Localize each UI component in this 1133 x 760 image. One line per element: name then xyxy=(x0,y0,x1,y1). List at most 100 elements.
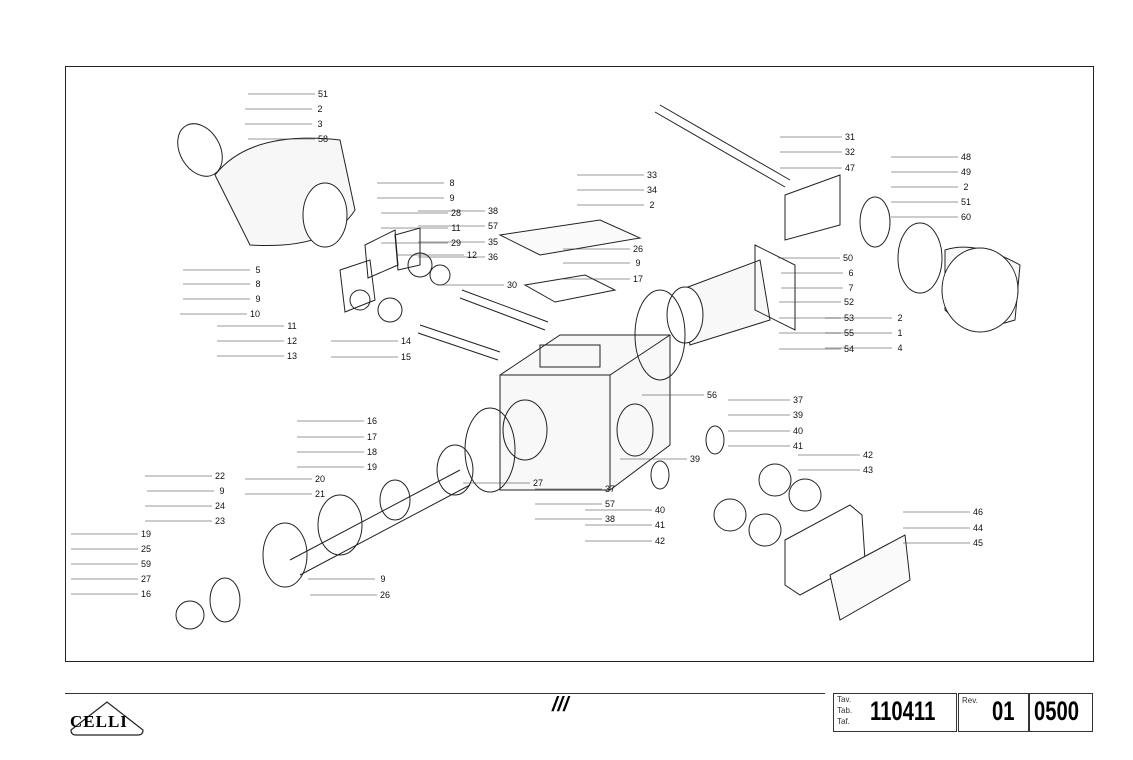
callout-label: 30 xyxy=(506,280,518,290)
callout-label: 28 xyxy=(450,208,462,218)
callout-label: 1 xyxy=(897,328,903,338)
callout-label: 41 xyxy=(654,520,666,530)
callout-label: 39 xyxy=(689,454,701,464)
callout-label: 44 xyxy=(972,523,984,533)
callout-label: 2 xyxy=(649,200,655,210)
callout-label: 19 xyxy=(366,462,378,472)
callout-label: 45 xyxy=(972,538,984,548)
callout-label: 52 xyxy=(843,297,855,307)
callout-label: 26 xyxy=(632,244,644,254)
callout-label: 60 xyxy=(960,212,972,222)
callout-label: 17 xyxy=(366,432,378,442)
callout-label: 34 xyxy=(646,185,658,195)
callout-label: 19 xyxy=(140,529,152,539)
gearbox-body xyxy=(499,334,671,491)
lower-shaft xyxy=(289,469,471,576)
callout-label: 55 xyxy=(843,328,855,338)
date-code: 0500 xyxy=(1034,696,1080,726)
callout-label: 51 xyxy=(317,89,329,99)
callout-label: 32 xyxy=(844,147,856,157)
callout-label: 59 xyxy=(140,559,152,569)
callout-label: 42 xyxy=(862,450,874,460)
mark: /// xyxy=(552,694,569,716)
callout-label: 58 xyxy=(317,134,329,144)
callout-label: 40 xyxy=(654,505,666,515)
gasket xyxy=(523,274,617,303)
callout-label: 12 xyxy=(286,336,298,346)
celli-logo xyxy=(70,701,144,736)
callout-label: 13 xyxy=(286,351,298,361)
shaft-31 xyxy=(654,104,791,188)
left-housing xyxy=(177,123,356,248)
logo-text: CELLI xyxy=(70,712,128,731)
diagram-frame xyxy=(65,66,1094,662)
callout-label: 54 xyxy=(843,344,855,354)
gasket-17 xyxy=(634,289,686,381)
callout-label: 6 xyxy=(848,268,854,278)
footer-rule xyxy=(65,693,825,694)
callout-label: 14 xyxy=(400,336,412,346)
callout-label: 31 xyxy=(844,132,856,142)
callout-label: 23 xyxy=(214,516,226,526)
taf-label: Taf. xyxy=(837,717,850,726)
cover-46 xyxy=(829,534,911,621)
table-number: 110411 xyxy=(870,696,936,726)
tab-label: Tab. xyxy=(837,706,853,715)
callout-label: 16 xyxy=(366,416,378,426)
callout-label: 9 xyxy=(219,486,225,496)
gasket-18 xyxy=(464,407,516,493)
callout-label: 56 xyxy=(706,390,718,400)
callout-label: 4 xyxy=(897,343,903,353)
callout-label: 2 xyxy=(317,104,323,114)
callout-label: 21 xyxy=(314,489,326,499)
date-code-box: 0500 xyxy=(1028,693,1093,732)
callout-label: 57 xyxy=(487,221,499,231)
callout-label: 27 xyxy=(140,574,152,584)
callout-label: 42 xyxy=(654,536,666,546)
callout-label: 17 xyxy=(632,274,644,284)
callout-label: 29 xyxy=(450,238,462,248)
callout-label: 33 xyxy=(646,170,658,180)
callout-label: 8 xyxy=(255,279,261,289)
callout-label: 39 xyxy=(792,410,804,420)
callout-label: 8 xyxy=(449,178,455,188)
callout-label: 41 xyxy=(792,441,804,451)
callout-label: 51 xyxy=(960,197,972,207)
callout-label: 9 xyxy=(449,193,455,203)
callout-label: 53 xyxy=(843,313,855,323)
callout-label: 43 xyxy=(862,465,874,475)
revision-box: Rev. 01 xyxy=(958,693,1030,732)
callout-label: 12 xyxy=(466,250,478,260)
callout-label: 9 xyxy=(635,258,641,268)
callout-label: 27 xyxy=(532,478,544,488)
callout-label: 46 xyxy=(972,507,984,517)
callout-label: 9 xyxy=(380,574,386,584)
callout-label: 38 xyxy=(487,206,499,216)
callout-label: 40 xyxy=(792,426,804,436)
callout-label: 9 xyxy=(255,294,261,304)
callout-label: 36 xyxy=(487,252,499,262)
callout-label: 20 xyxy=(314,474,326,484)
shaft-30 xyxy=(459,289,549,331)
callout-label: 3 xyxy=(317,119,323,129)
callout-label: 25 xyxy=(140,544,152,554)
callout-label: 11 xyxy=(287,321,297,331)
rev-label: Rev. xyxy=(962,696,978,705)
callout-label: 37 xyxy=(792,395,804,405)
callout-label: 5 xyxy=(255,265,261,275)
table-number-box: Tav. Tab. Taf. 110411 xyxy=(833,693,957,732)
plate-47 xyxy=(784,174,841,241)
top-cover xyxy=(498,219,642,256)
callout-label: 49 xyxy=(960,167,972,177)
callout-label: 37 xyxy=(604,484,616,494)
callout-label: 48 xyxy=(960,152,972,162)
callout-label: 22 xyxy=(214,471,226,481)
callout-label: 10 xyxy=(249,309,261,319)
callout-label: 16 xyxy=(140,589,152,599)
callout-label: 38 xyxy=(604,514,616,524)
callout-label: 15 xyxy=(400,352,412,362)
callout-label: 7 xyxy=(848,283,854,293)
callout-label: 24 xyxy=(214,501,226,511)
